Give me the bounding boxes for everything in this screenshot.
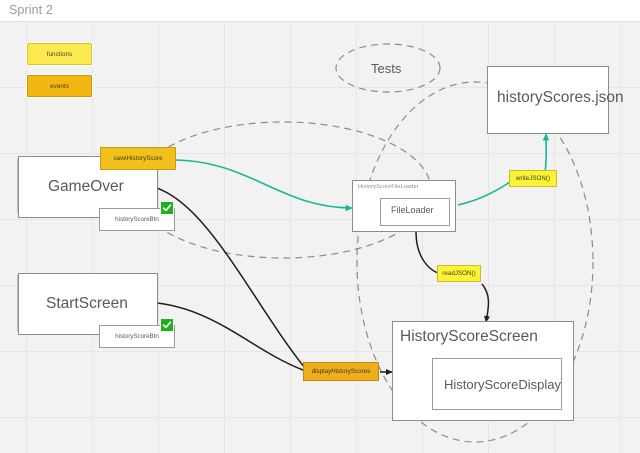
- node-history-scores-json[interactable]: [487, 66, 609, 134]
- node-label-history-score-display: HistoryScoreDisplay: [444, 377, 562, 392]
- node-label-history-scores-json: historyScores.json: [497, 89, 624, 106]
- button-node-history-score-btn-gameover[interactable]: historyScoreBtn: [99, 208, 175, 231]
- node-label-history-score-file-loader: HistoryScoreFileLoader: [358, 184, 419, 190]
- group-outline-tests: [335, 43, 441, 93]
- edge-fileloader-to-write: [457, 181, 511, 206]
- node-label-file-loader: FileLoader: [391, 205, 434, 215]
- legend-item-functions[interactable]: functions: [27, 43, 92, 65]
- legend-label-events: events: [50, 82, 69, 90]
- chip-label-write-json: writeJSON(): [515, 175, 551, 182]
- edge-write-to-json: [542, 133, 550, 173]
- chip-read-json[interactable]: readJSON(): [437, 265, 481, 282]
- node-label-game-over: GameOver: [48, 178, 124, 195]
- status-badge-done-startscreen: [160, 318, 174, 332]
- status-badge-done-gameover: [160, 201, 174, 215]
- button-node-label-gameover: historyScoreBtn: [115, 216, 159, 223]
- board-header: [0, 0, 640, 22]
- edge-read-to-screen: [481, 283, 490, 323]
- edge-save-to-fileloader: [171, 159, 353, 212]
- edge-startscreen-to-display: [139, 301, 304, 371]
- group-label-tests: Tests: [371, 61, 402, 76]
- edge-gameover-to-display: [139, 184, 306, 369]
- node-label-history-score-screen: HistoryScoreScreen: [400, 328, 538, 345]
- button-node-label-startscreen: historyScoreBtn: [115, 333, 159, 340]
- legend-label-functions: functions: [46, 50, 73, 58]
- check-icon: [162, 321, 172, 329]
- chip-label-display-history-scores: displayHistoryScores: [311, 368, 371, 375]
- chip-save-history-score[interactable]: saveHistoryScore: [100, 147, 176, 170]
- button-node-history-score-btn-startscreen[interactable]: historyScoreBtn: [99, 325, 175, 348]
- chip-display-history-scores[interactable]: displayHistoryScores: [303, 362, 379, 381]
- group-outline-read-flow: [356, 81, 594, 443]
- chip-label-save-history-score: saveHistoryScore: [113, 155, 163, 162]
- chip-label-read-json: readJSON(): [442, 270, 476, 277]
- node-history-score-display[interactable]: [432, 358, 562, 410]
- chip-write-json[interactable]: writeJSON(): [509, 170, 557, 187]
- node-file-loader[interactable]: [380, 198, 450, 226]
- node-label-start-screen: StartScreen: [46, 295, 128, 312]
- node-start-screen[interactable]: [18, 273, 158, 335]
- legend-item-events[interactable]: events: [27, 75, 92, 97]
- check-icon: [162, 204, 172, 212]
- page-title: Sprint 2: [9, 3, 53, 17]
